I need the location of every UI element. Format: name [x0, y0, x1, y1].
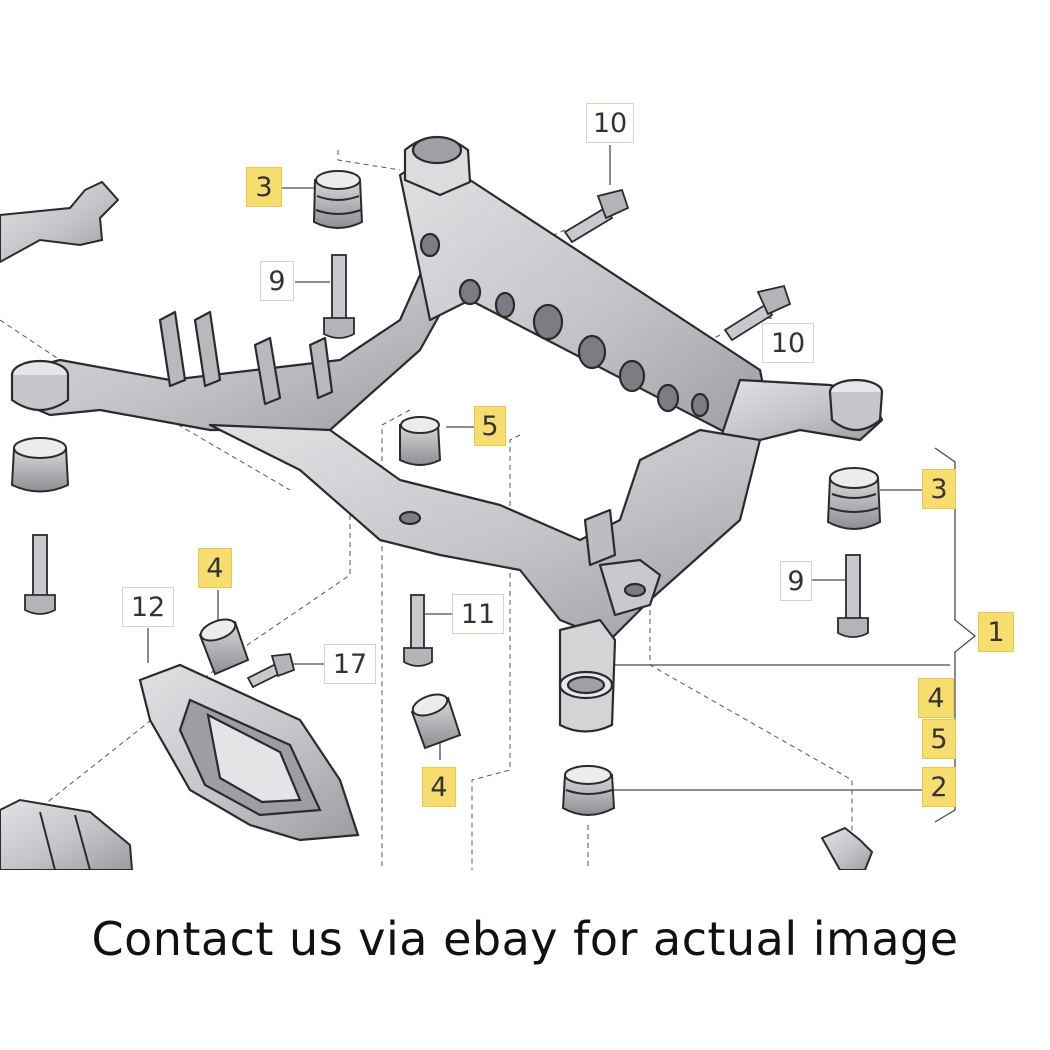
callout-3-right: 3: [922, 469, 956, 509]
callout-12: 12: [122, 587, 174, 627]
bushing-2: [561, 765, 616, 816]
callout-3-left: 3: [246, 167, 282, 207]
bolt-10-top: [563, 188, 630, 244]
bolt-17: [246, 653, 296, 689]
bushing-4-upper: [198, 618, 250, 676]
bolt-9-right: [837, 554, 869, 638]
callout-4-bottom: 4: [422, 767, 456, 807]
callout-11: 11: [452, 594, 504, 634]
bushing-3-left: [312, 170, 364, 229]
bolt-left-edge: [24, 534, 56, 615]
bushing-4-lower: [410, 693, 462, 750]
exploded-parts-diagram: [0, 135, 977, 870]
bolt-11: [403, 594, 433, 667]
reinforcement-plate-12: [138, 663, 360, 842]
callout-2: 2: [922, 767, 956, 807]
callout-1: 1: [978, 612, 1014, 652]
callout-10-top: 10: [586, 103, 634, 143]
callout-9-left: 9: [260, 261, 294, 301]
bolt-9-left: [323, 254, 355, 339]
callout-5-right: 5: [922, 719, 956, 759]
motor-housing-fragment: [0, 798, 134, 870]
bolt-10-mid: [723, 284, 792, 342]
bushing-3-right: [826, 467, 882, 530]
callout-10-mid: 10: [762, 323, 814, 363]
callout-4-left: 4: [198, 548, 232, 588]
bushing-5: [399, 416, 442, 466]
callout-4-right: 4: [918, 678, 954, 718]
bushing-left-edge: [10, 437, 70, 493]
contact-caption: Contact us via ebay for actual image: [91, 912, 959, 966]
callout-17: 17: [324, 644, 376, 684]
rear-axle-subframe: [10, 135, 884, 733]
callout-5-center: 5: [474, 406, 506, 446]
callout-9-right: 9: [780, 561, 812, 601]
bracket-fragment: [820, 826, 874, 870]
suspension-arm-fragment: [0, 180, 120, 264]
